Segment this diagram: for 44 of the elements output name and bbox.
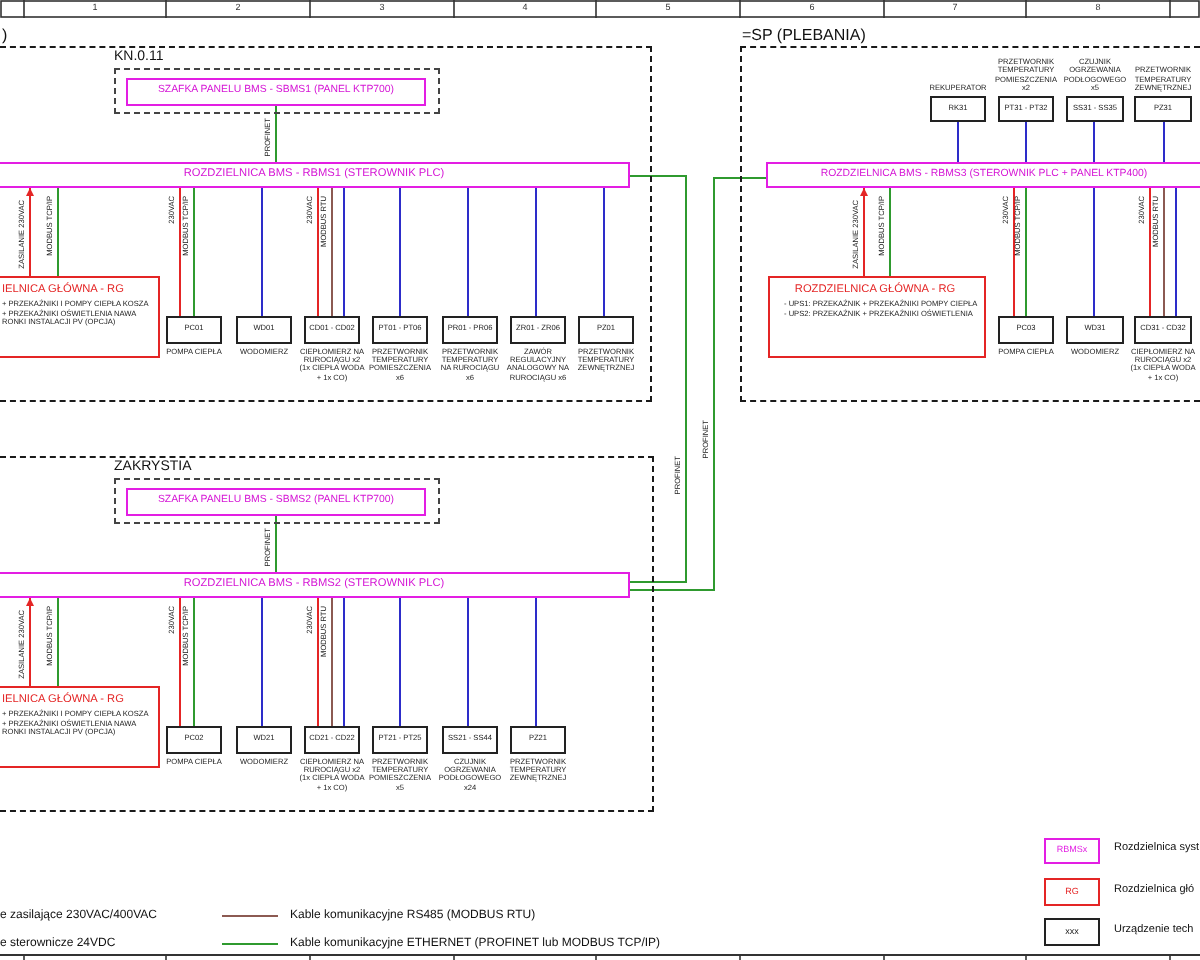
wire <box>467 597 469 727</box>
wire <box>1149 187 1151 317</box>
wire <box>317 597 319 727</box>
wire <box>331 597 333 727</box>
wire <box>1163 121 1165 163</box>
wire <box>467 187 469 317</box>
wire <box>57 597 59 687</box>
wire <box>331 187 333 317</box>
wire <box>535 187 537 317</box>
zone-label: ) <box>2 28 8 44</box>
wire <box>1025 121 1027 163</box>
wire <box>399 597 401 727</box>
main-switchboard-box <box>768 276 986 358</box>
wire <box>275 515 277 573</box>
wire <box>261 187 263 317</box>
wire <box>1025 187 1027 317</box>
wire <box>343 187 345 317</box>
wire <box>1013 187 1015 317</box>
wire <box>343 597 345 727</box>
wire <box>275 105 277 163</box>
wire <box>261 597 263 727</box>
wire <box>1175 187 1177 317</box>
wire <box>1093 121 1095 163</box>
wire <box>317 187 319 317</box>
arrow <box>26 187 34 277</box>
wire <box>179 187 181 317</box>
wire <box>399 187 401 317</box>
wire <box>1093 187 1095 317</box>
wire <box>629 177 767 591</box>
main-switchboard-box <box>0 276 160 358</box>
wire <box>957 121 959 163</box>
wire <box>535 597 537 727</box>
main-switchboard-box <box>0 686 160 768</box>
wire <box>193 597 195 727</box>
wire <box>57 187 59 277</box>
arrow <box>26 597 34 687</box>
wire <box>1163 187 1165 317</box>
arrow <box>860 187 868 277</box>
wire <box>179 597 181 727</box>
wire <box>193 187 195 317</box>
wire <box>603 187 605 317</box>
zone-label: =SP (PLEBANIA) <box>742 28 866 44</box>
wire <box>889 187 891 277</box>
wire <box>629 175 687 583</box>
